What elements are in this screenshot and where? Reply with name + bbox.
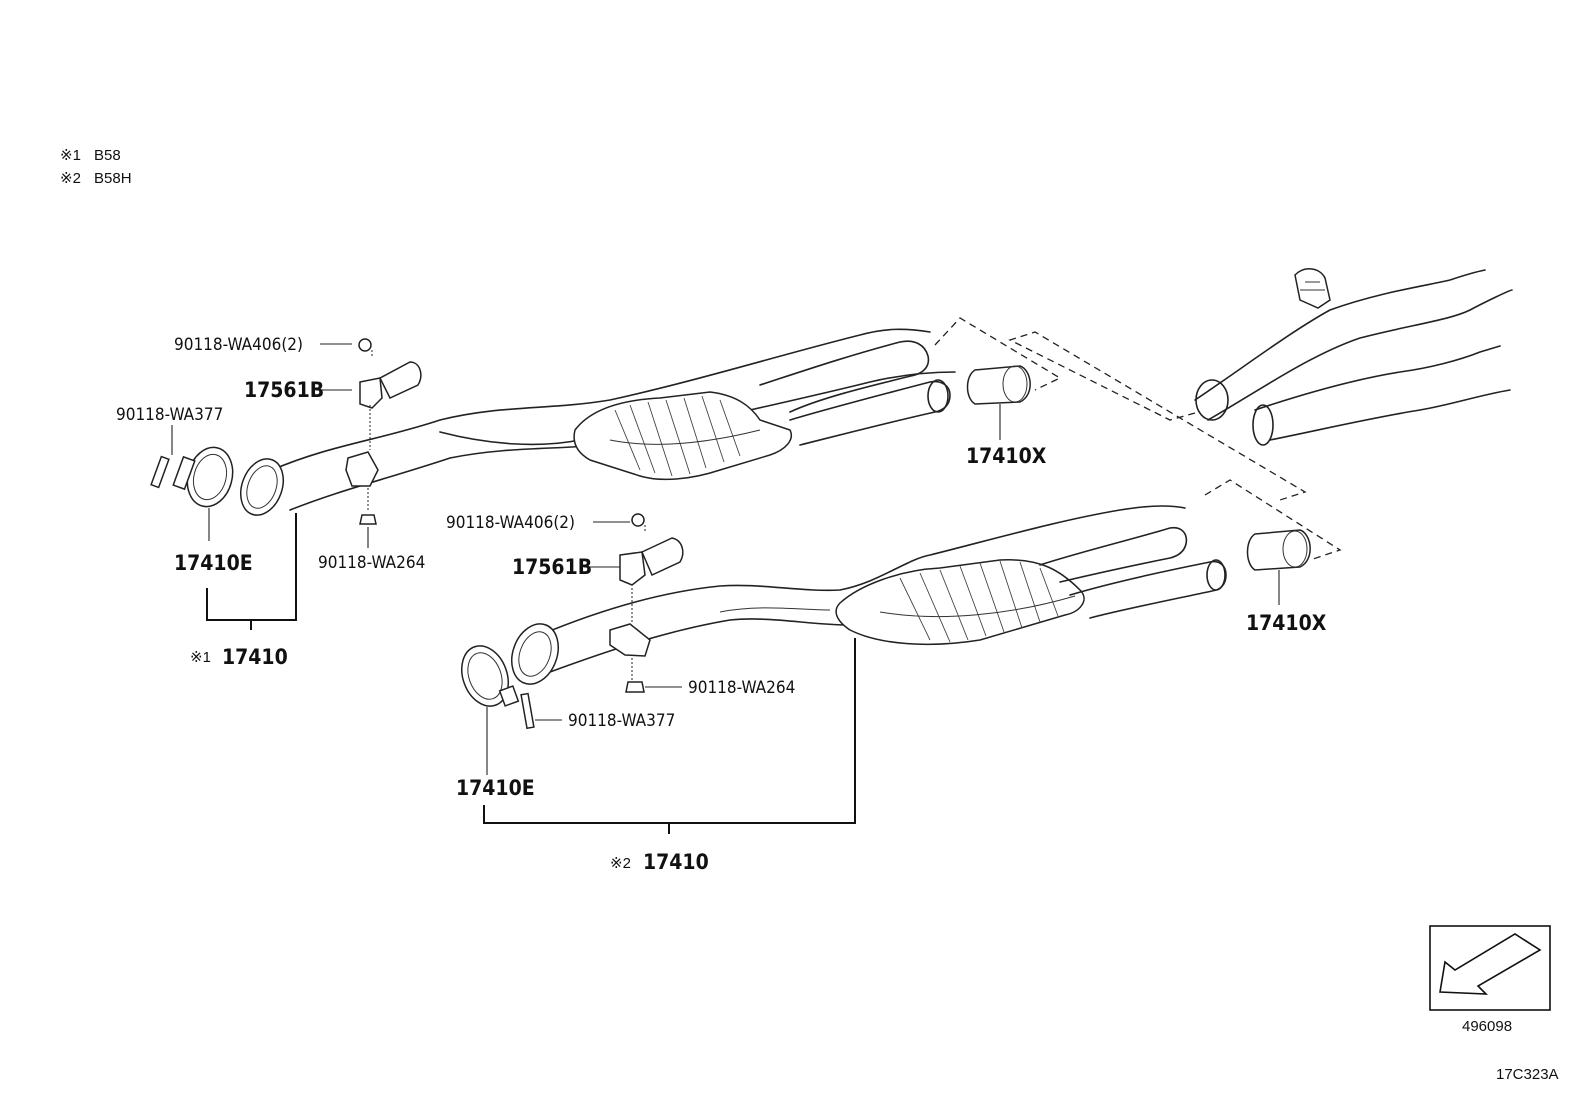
- label-clamp-17410e-1: 17410E: [174, 551, 253, 575]
- legend-2-mark: ※2: [60, 170, 81, 187]
- front-pipe-assembly-1: [150, 268, 1513, 561]
- label-nut-wa264-2: 90118-WA264: [688, 678, 795, 698]
- assembly-1-mark: ※1: [190, 649, 211, 666]
- label-bracket-17561b-1: 17561B: [244, 378, 324, 402]
- label-bracket-17561b-2: 17561B: [512, 555, 592, 579]
- assembly-2-mark: ※2: [610, 855, 631, 872]
- label-assembly-17410-2: 17410: [643, 850, 709, 874]
- label-bolt-wa406-1: 90118-WA406(2): [174, 335, 303, 355]
- label-clamp-17410e-2: 17410E: [456, 776, 535, 800]
- front-direction-box: [1429, 925, 1551, 1011]
- legend-2-text: B58H: [94, 170, 132, 187]
- label-tail-17410x-2: 17410X: [1246, 611, 1327, 635]
- front-direction-arrow-icon: [1439, 933, 1542, 995]
- legend-1-mark: ※1: [60, 147, 81, 164]
- front-pipe-assembly-2: [461, 505, 1311, 730]
- label-assembly-17410-1: 17410: [222, 645, 288, 669]
- direction-code: 496098: [1462, 1018, 1512, 1035]
- label-clamp-bolt-wa377-2: 90118-WA377: [568, 711, 675, 731]
- label-tail-17410x-1: 17410X: [966, 444, 1047, 468]
- legend-1-text: B58: [94, 147, 121, 164]
- label-bolt-wa406-2: 90118-WA406(2): [446, 513, 575, 533]
- label-clamp-bolt-wa377-1: 90118-WA377: [116, 405, 223, 425]
- figure-code: 17C323A: [1496, 1066, 1559, 1083]
- label-nut-wa264-1: 90118-WA264: [318, 553, 425, 573]
